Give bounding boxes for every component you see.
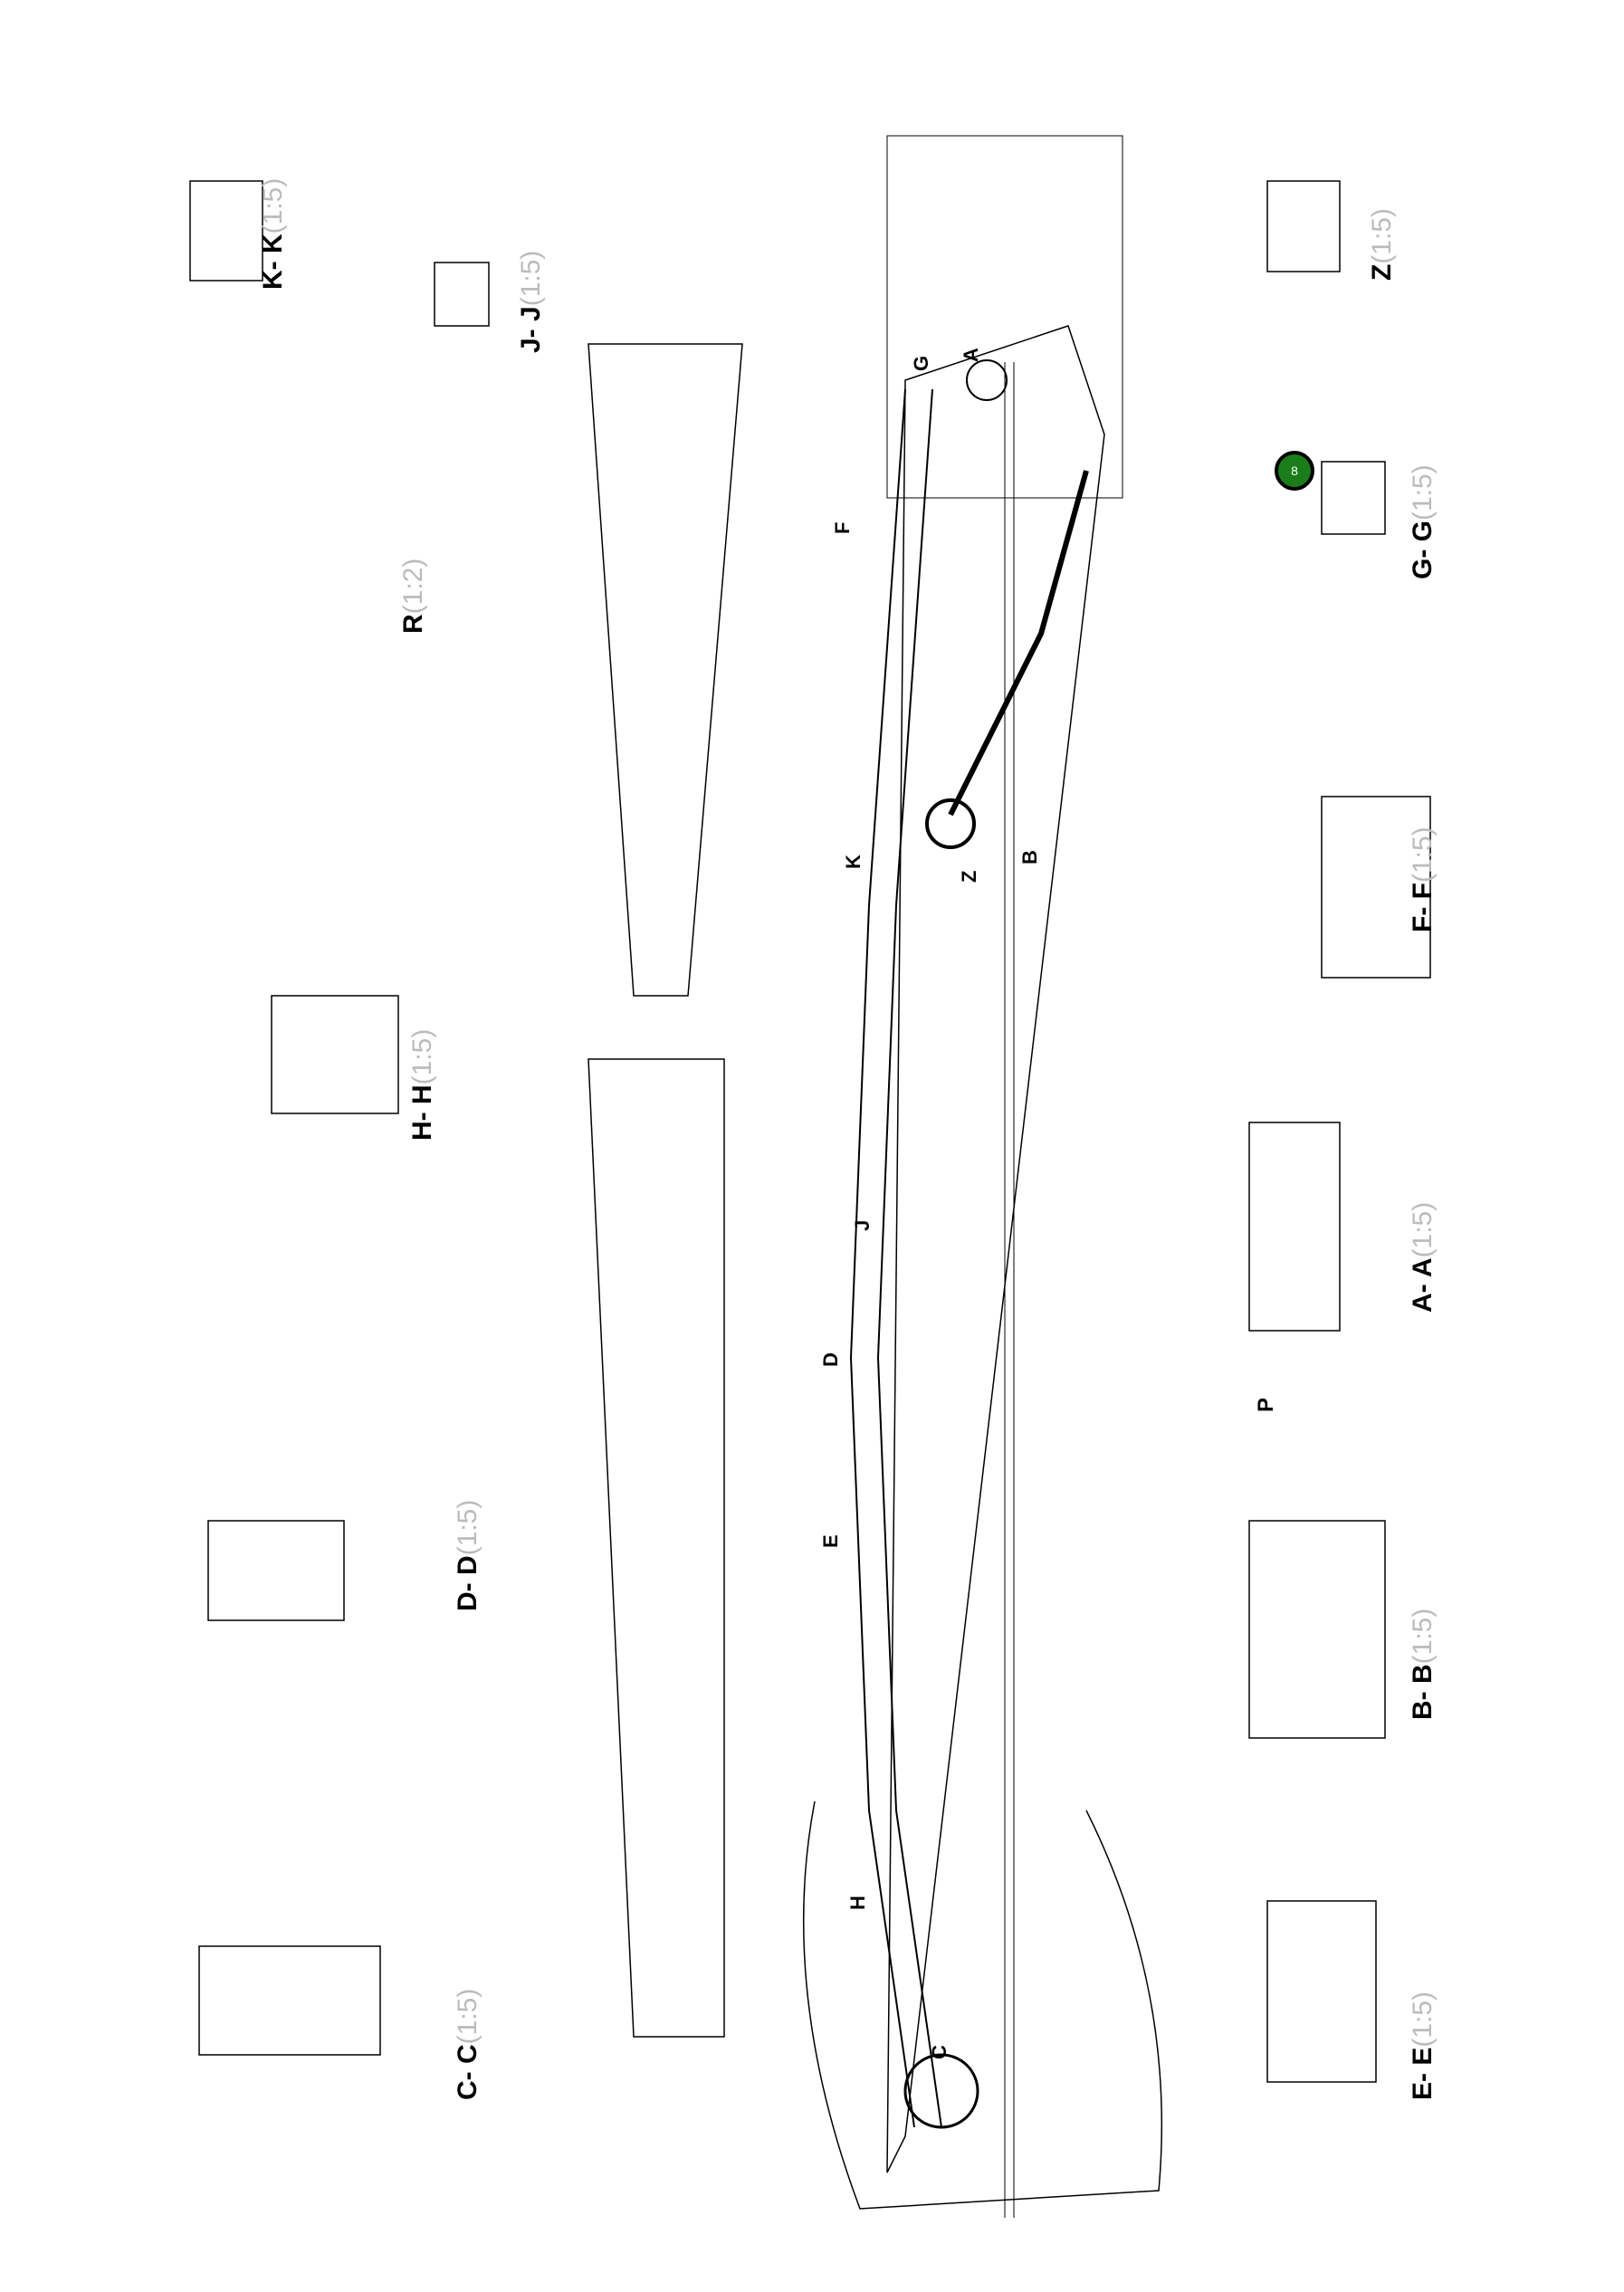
section-label-D-D: D- D(1:5)	[453, 1499, 482, 1611]
cut-marker-D: D	[819, 1352, 842, 1367]
detail-label-P: P	[1254, 1397, 1278, 1412]
cut-marker-K: K	[842, 855, 865, 869]
cut-marker-J: J	[851, 1219, 874, 1231]
cut-marker-B: B	[1018, 850, 1041, 864]
section-label-Z: Z(1:5)	[1367, 207, 1397, 281]
section-label-H-H: H- H(1:5)	[407, 1028, 437, 1141]
cut-marker-C: C	[928, 2045, 951, 2059]
section-label-A-A: A- A(1:5)	[1408, 1201, 1438, 1313]
section-label-B-B: B- B(1:5)	[1408, 1608, 1438, 1720]
cut-marker-F: F	[831, 521, 854, 534]
section-label-R: R(1:2)	[398, 558, 428, 634]
cut-marker-H: H	[846, 1896, 869, 1910]
section-label-J-J: J- J(1:5)	[516, 250, 546, 353]
section-label-C-C: C- C(1:5)	[453, 1988, 482, 2100]
cut-marker-E: E	[819, 1534, 842, 1548]
cut-marker-Z: Z	[958, 870, 980, 883]
cut-marker-A: A	[960, 348, 982, 362]
section-label-E-E: E- E(1:5)	[1408, 1991, 1438, 2100]
section-label-G-G: G- G(1:5)	[1408, 464, 1438, 579]
callout-number: 8	[1291, 463, 1298, 478]
cut-marker-G: G	[910, 355, 932, 371]
callout-badge[interactable]: 8	[1275, 451, 1314, 491]
section-label-F-F: F- F(1:5)	[1408, 826, 1438, 932]
section-label-K-K: K- K(1:5)	[258, 177, 288, 290]
